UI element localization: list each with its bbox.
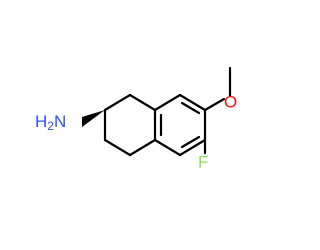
double-bond-c8-c7 bbox=[180, 101, 201, 115]
aromatic-ring bbox=[153, 93, 207, 157]
stereo-wedge-bond bbox=[82, 110, 105, 127]
bond-c2-c8a bbox=[128, 93, 157, 112]
amine-subscript: 2 bbox=[47, 119, 54, 133]
bond-c4-c3 bbox=[103, 138, 132, 157]
fluorine-label: F bbox=[198, 152, 208, 171]
bond-c5-c4a bbox=[153, 138, 182, 157]
double-bond-c6-c5 bbox=[180, 135, 201, 149]
saturated-ring bbox=[103, 93, 157, 157]
bond-c4a-c4 bbox=[128, 138, 157, 157]
bond-c7-o bbox=[203, 97, 226, 112]
bond-c6-c5 bbox=[178, 138, 207, 157]
molecule-structure: H2N O F bbox=[35, 66, 237, 171]
amine-label: H2N bbox=[35, 112, 66, 133]
amine-n: N bbox=[54, 112, 66, 131]
bond-c1-c2 bbox=[103, 93, 132, 112]
amine-h: H bbox=[35, 112, 47, 131]
bond-c8a-c8 bbox=[153, 93, 182, 112]
oxygen-label: O bbox=[224, 92, 237, 111]
substituent-bonds bbox=[203, 66, 232, 155]
bond-c8-c7 bbox=[178, 93, 207, 112]
